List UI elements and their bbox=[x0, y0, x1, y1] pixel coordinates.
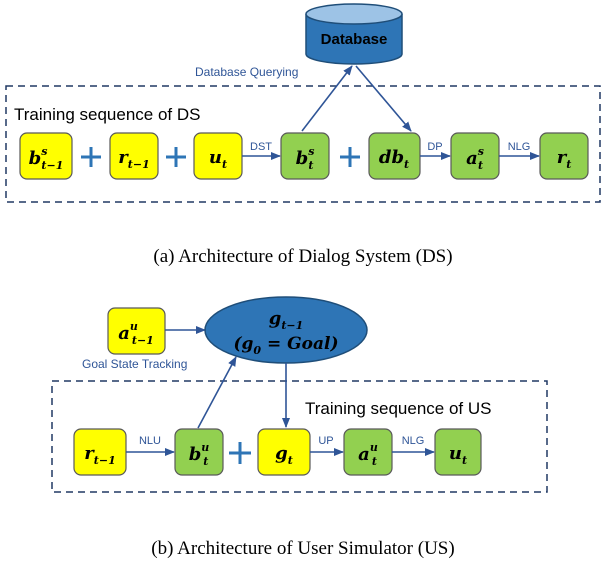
svg-text:rt−1: rt−1 bbox=[84, 443, 115, 467]
caption-us: (b) Architecture of User Simulator (US) bbox=[151, 538, 454, 559]
edge-label-nlg-us: NLG bbox=[402, 435, 425, 447]
goal-state-tracking-label: Goal State Tracking bbox=[82, 357, 187, 371]
edge-label-up: UP bbox=[318, 435, 333, 447]
svg-text:ut: ut bbox=[449, 443, 467, 467]
svg-text:rt−1: rt−1 bbox=[118, 147, 149, 171]
node-r-t-minus-1: rt−1 bbox=[109, 132, 159, 180]
database-querying-label: Database Querying bbox=[195, 65, 298, 79]
svg-text:gt: gt bbox=[275, 443, 293, 467]
svg-text:rt: rt bbox=[557, 147, 572, 171]
us-training-frame bbox=[51, 380, 548, 493]
plus-us bbox=[229, 442, 251, 464]
plus-3 bbox=[340, 147, 360, 167]
svg-text:bst: bst bbox=[296, 145, 315, 172]
edge-label-nlg-ds: NLG bbox=[508, 141, 531, 153]
node-g-t: gt bbox=[257, 428, 311, 476]
node-r-t: rt bbox=[539, 132, 589, 180]
arrow-bt-to-database bbox=[301, 65, 353, 132]
svg-text:gt−1: gt−1 bbox=[269, 308, 304, 332]
svg-text:but: but bbox=[189, 441, 210, 468]
edge-label-nlu: NLU bbox=[139, 435, 161, 447]
node-u-t-us: ut bbox=[434, 428, 482, 476]
svg-text:(g0 = Goal): (g0 = Goal) bbox=[233, 334, 338, 357]
node-db-t: dbt bbox=[368, 132, 421, 180]
svg-text:aut−1: aut−1 bbox=[118, 320, 154, 347]
svg-text:dbt: dbt bbox=[379, 147, 409, 171]
svg-text:bst−1: bst−1 bbox=[29, 145, 64, 172]
node-r-t-minus-1-us: rt−1 bbox=[73, 428, 127, 476]
svg-text:ut: ut bbox=[209, 147, 227, 171]
ds-training-frame bbox=[5, 85, 601, 203]
database-node: Database bbox=[305, 3, 403, 65]
edge-label-dst: DST bbox=[250, 141, 272, 153]
svg-text:aut: aut bbox=[358, 441, 378, 468]
plus-2 bbox=[166, 147, 186, 167]
svg-text:ast: ast bbox=[466, 145, 484, 172]
us-training-label: Training sequence of US bbox=[305, 399, 491, 418]
arrow-database-to-dbt bbox=[355, 65, 412, 132]
ds-training-label: Training sequence of DS bbox=[14, 105, 200, 124]
plus-1 bbox=[81, 147, 101, 167]
arrow-bu-to-goal bbox=[197, 356, 237, 429]
database-label: Database bbox=[321, 31, 388, 48]
node-u-t: ut bbox=[193, 132, 243, 180]
caption-ds: (a) Architecture of Dialog System (DS) bbox=[153, 246, 452, 267]
goal-node: gt−1 (g0 = Goal) bbox=[204, 296, 368, 364]
edge-label-dp: DP bbox=[427, 141, 442, 153]
